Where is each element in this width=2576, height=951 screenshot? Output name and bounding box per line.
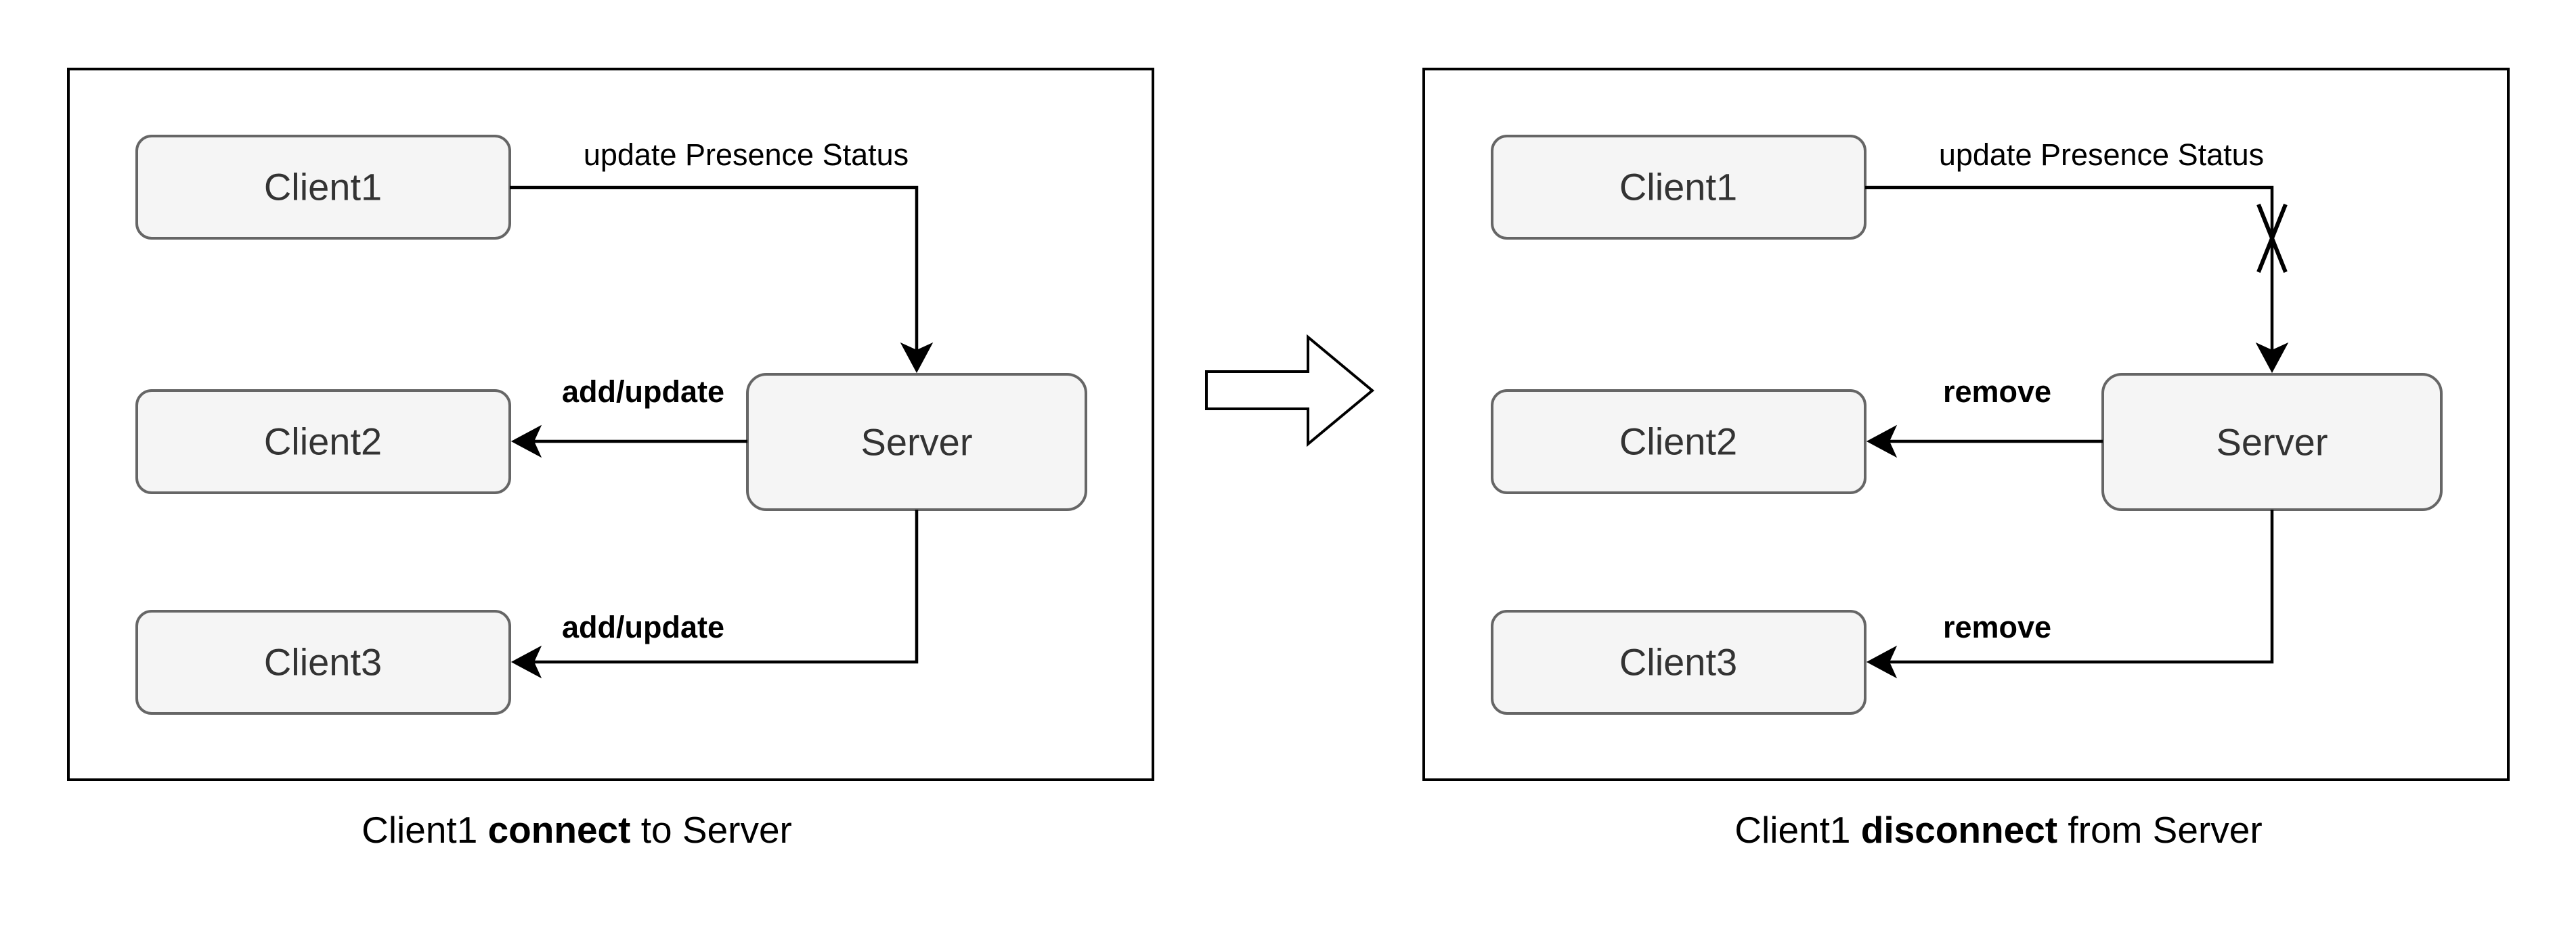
left-client1-node[interactable]: Client1 xyxy=(135,135,511,240)
left-panel: Client1 Client2 Client3 Server update Pr… xyxy=(67,68,1154,851)
right-edge-label-client2: remove xyxy=(1943,374,2051,409)
right-edge-server-to-client2: remove xyxy=(1866,374,2103,458)
arrowhead-left-icon xyxy=(510,645,542,679)
right-server-node[interactable]: Server xyxy=(2101,373,2443,511)
right-caption-after: from Server xyxy=(2057,809,2263,851)
right-client2-label: Client2 xyxy=(1619,420,1737,463)
right-caption-before: Client1 xyxy=(1734,809,1860,851)
right-client3-node[interactable]: Client3 xyxy=(1491,610,1866,715)
right-client1-node[interactable]: Client1 xyxy=(1491,135,1866,240)
left-client3-node[interactable]: Client3 xyxy=(135,610,511,715)
arrowhead-down-icon xyxy=(900,342,934,374)
right-edge-label-update: update Presence Status xyxy=(1939,137,2264,172)
right-client3-label: Client3 xyxy=(1619,641,1737,684)
right-edge-client1-to-server: update Presence Status xyxy=(1865,137,2289,374)
arrowhead-left-icon xyxy=(510,424,542,458)
right-server-label: Server xyxy=(2217,421,2328,464)
right-client1-label: Client1 xyxy=(1619,166,1737,208)
left-caption: Client1 connect to Server xyxy=(362,809,792,851)
left-edge-label-update: update Presence Status xyxy=(584,137,909,172)
right-edge-server-to-client3: remove xyxy=(1866,510,2274,679)
left-caption-bold: connect xyxy=(488,809,631,851)
left-caption-after: to Server xyxy=(630,809,791,851)
right-caption-bold: disconnect xyxy=(1861,809,2057,851)
cross-mark-icon xyxy=(2256,203,2288,273)
left-edge-label-client3: add/update xyxy=(562,610,724,644)
left-server-label: Server xyxy=(861,421,973,464)
arrowhead-left-icon xyxy=(1866,424,1898,458)
left-edge-label-client2: add/update xyxy=(562,374,724,409)
left-client2-label: Client2 xyxy=(264,420,382,463)
left-edge-client1-to-server: update Presence Status xyxy=(510,137,934,374)
left-edge-server-to-client2: add/update xyxy=(510,374,747,458)
right-edge-label-client3: remove xyxy=(1943,610,2051,644)
left-edge-server-to-client3: add/update xyxy=(510,510,919,679)
right-client2-node[interactable]: Client2 xyxy=(1491,389,1866,494)
left-caption-before: Client1 xyxy=(362,809,487,851)
right-panel: Client1 Client2 Client3 Server update Pr… xyxy=(1422,68,2510,851)
right-caption: Client1 disconnect from Server xyxy=(1734,809,2262,851)
left-server-node[interactable]: Server xyxy=(746,373,1087,511)
left-client2-node[interactable]: Client2 xyxy=(135,389,511,494)
left-client3-label: Client3 xyxy=(264,641,382,684)
arrowhead-down-icon xyxy=(2255,342,2289,374)
arrowhead-left-icon xyxy=(1866,645,1898,679)
right-block-arrow-icon xyxy=(1205,334,1375,447)
left-client1-label: Client1 xyxy=(264,166,382,208)
